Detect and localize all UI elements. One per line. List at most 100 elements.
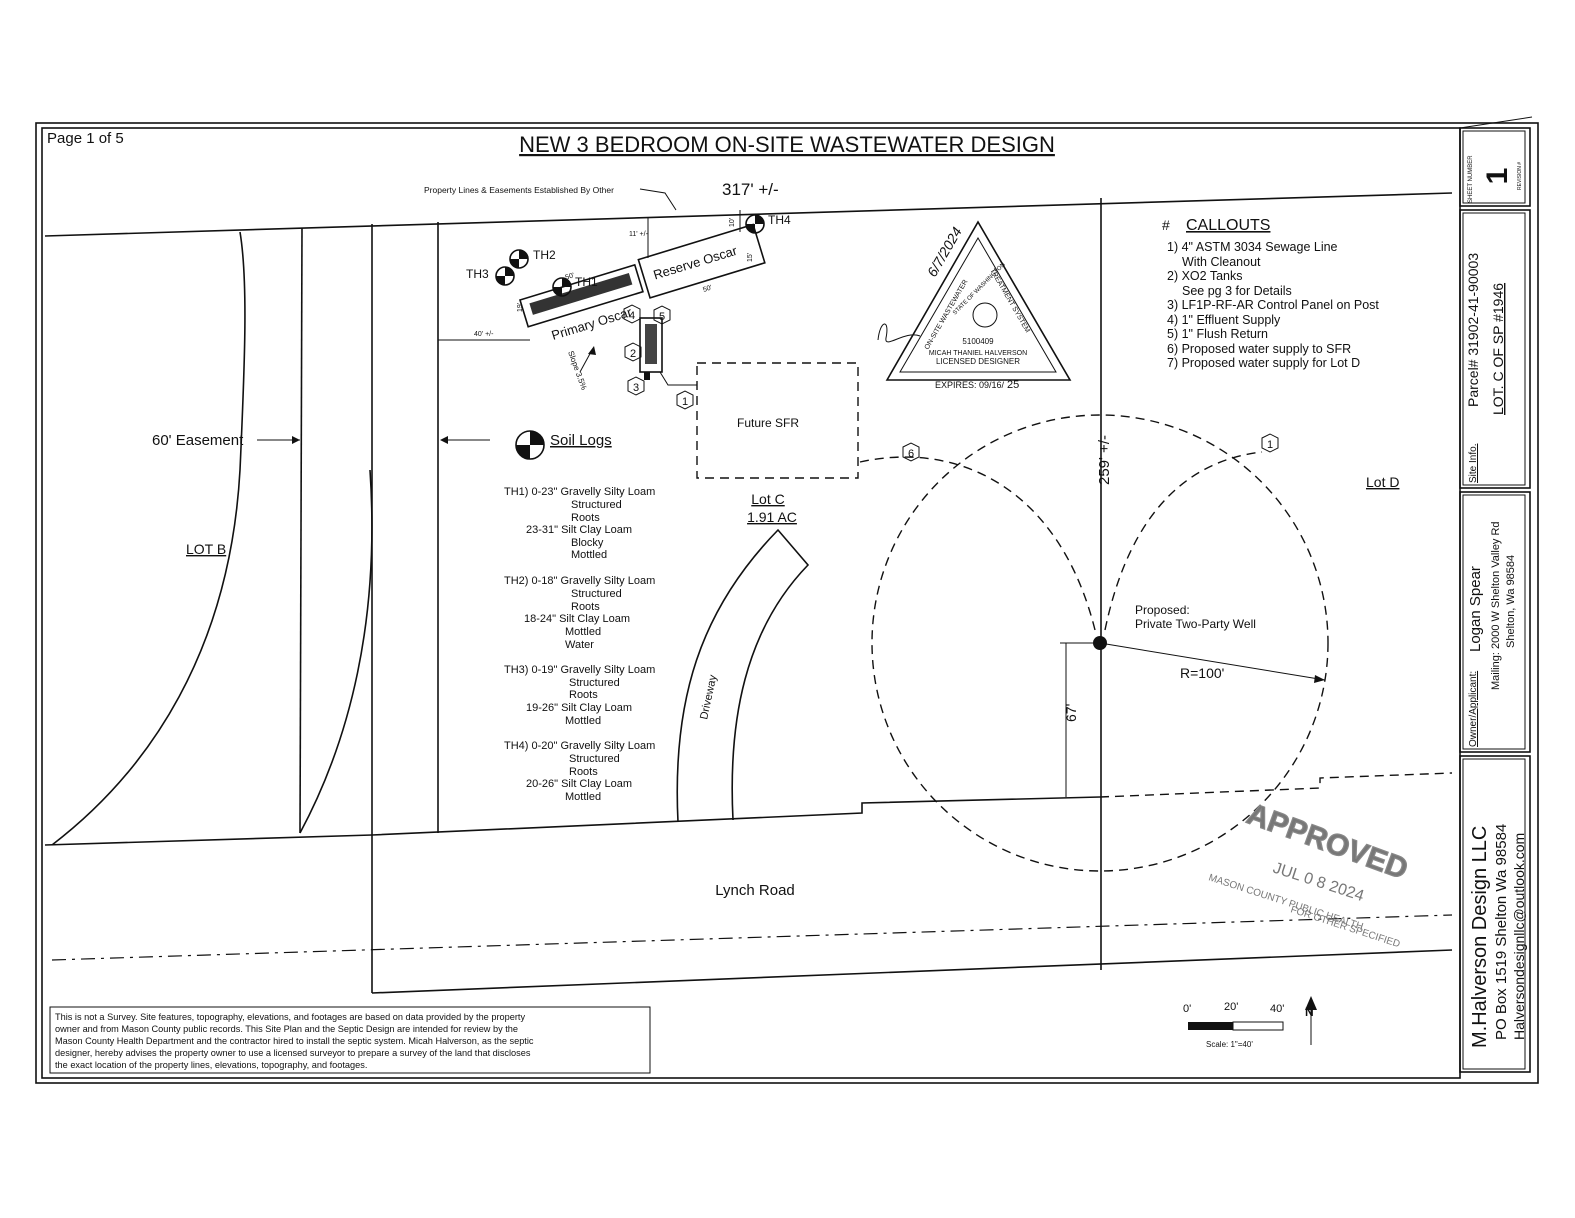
svg-text:25: 25 — [1007, 379, 1019, 391]
svg-text:Structured: Structured — [569, 677, 620, 689]
company-name: M.Halverson Design LLC — [1469, 826, 1491, 1048]
callout-marker-1: 1 — [676, 390, 694, 410]
svg-text:N: N — [1305, 1005, 1314, 1019]
driveway-label: Driveway — [698, 673, 719, 720]
svg-text:TH4: TH4 — [768, 213, 791, 227]
well-label-2: Private Two-Party Well — [1135, 617, 1256, 631]
svg-text:11' +/-: 11' +/- — [629, 231, 649, 238]
test-hole-th3: TH3 — [466, 266, 515, 286]
svg-text:4) 1" Effluent Supply: 4) 1" Effluent Supply — [1167, 313, 1281, 327]
svg-text:50': 50' — [565, 272, 576, 281]
svg-text:Owner/Applicant:: Owner/Applicant: — [1468, 671, 1479, 747]
test-hole-th2: TH2 — [509, 248, 556, 269]
svg-text:MICAH THANIEL HALVERSON: MICAH THANIEL HALVERSON — [929, 350, 1027, 357]
primary-trench — [529, 272, 633, 315]
dim-40: 40' +/- — [474, 331, 494, 338]
lot-d-label: Lot D — [1366, 474, 1399, 490]
svg-text:2) XO2 Tanks: 2) XO2 Tanks — [1167, 269, 1243, 283]
disclaimer-box — [49, 1006, 651, 1074]
dim-top: 317' +/- — [722, 180, 779, 199]
lot-d-south-line — [1099, 772, 1453, 798]
svg-text:20-26" Silt Clay Loam: 20-26" Silt Clay Loam — [526, 778, 632, 790]
svg-text:15': 15' — [747, 253, 754, 262]
svg-text:1: 1 — [682, 396, 688, 408]
primary-drainfield — [519, 263, 644, 328]
svg-text:Roots: Roots — [571, 512, 600, 524]
callout-marker-6: 6 — [902, 442, 920, 462]
svg-text:TH2) 0-18" Gravelly Silty Loa: TH2) 0-18" Gravelly Silty Loam — [504, 575, 655, 587]
svg-text:18-24" Silt Clay Loam: 18-24" Silt Clay Loam — [524, 613, 630, 625]
easement-curve — [299, 227, 304, 834]
lot-number: LOT. C OF SP #1946 — [1490, 283, 1506, 415]
svg-text:Mottled: Mottled — [565, 715, 601, 727]
svg-text:Mottled: Mottled — [565, 791, 601, 803]
svg-text:TH1: TH1 — [575, 275, 598, 289]
svg-text:1) 4" ASTM 3034 Sewage Line: 1) 4" ASTM 3034 Sewage Line — [1167, 240, 1338, 254]
parcel-number: Parcel# 31902-41-90003 — [1465, 253, 1481, 407]
callout-marker-3: 3 — [627, 376, 645, 396]
svg-text:Blocky: Blocky — [571, 537, 604, 549]
dim-259: 259' +/- — [1096, 435, 1113, 485]
test-hole-th4: TH4 — [745, 213, 791, 234]
signature-icon — [877, 323, 921, 343]
svg-text:40': 40' — [1270, 1003, 1284, 1015]
callout-marker-2: 2 — [624, 342, 642, 362]
svg-text:Mottled: Mottled — [565, 626, 601, 638]
north-arrow-icon: N — [1305, 996, 1317, 1045]
reserve-label: Reserve Oscar — [651, 243, 739, 283]
callouts-section: # CALLOUTS 1) 4" ASTM 3034 Sewage Line W… — [1162, 217, 1379, 370]
disclaimer-text: This is not a Survey. Site features, top… — [55, 1012, 534, 1070]
control-panel-post — [644, 372, 650, 380]
svg-text:TH3) 0-19" Gravelly Silty Loam: TH3) 0-19" Gravelly Silty Loam — [504, 664, 655, 676]
svg-text:Structured: Structured — [569, 753, 620, 765]
property-note: Property Lines & Easements Established B… — [424, 185, 614, 195]
drawing-border — [41, 127, 1461, 1079]
road-line-west — [44, 834, 373, 846]
svg-text:See pg 3 for Details: See pg 3 for Details — [1182, 284, 1292, 298]
callout-marker-4: 4 — [623, 304, 641, 324]
svg-text:Mailing: 2000 W Shelton Valley: Mailing: 2000 W Shelton Valley Rd — [1490, 521, 1502, 690]
svg-text:This is not a Survey. Site fea: This is not a Survey. Site features, top… — [55, 1012, 525, 1022]
svg-text:TH4) 0-20" Gravelly Silty Loam: TH4) 0-20" Gravelly Silty Loam — [504, 740, 655, 752]
svg-text:Shelton, Wa 98584: Shelton, Wa 98584 — [1505, 555, 1517, 648]
svg-text:PO Box 1519 Shelton Wa 98584: PO Box 1519 Shelton Wa 98584 — [1493, 824, 1510, 1040]
road-centerline — [51, 914, 1453, 961]
svg-text:5) 1" Flush Return: 5) 1" Flush Return — [1167, 327, 1268, 341]
owner-name: Logan Spear — [1467, 566, 1484, 652]
svg-text:TH2: TH2 — [533, 248, 556, 262]
svg-text:TH3: TH3 — [466, 267, 489, 281]
svg-text:Mottled: Mottled — [571, 549, 607, 561]
slope-label: Slope 3.5% — [566, 350, 588, 392]
svg-text:With Cleanout: With Cleanout — [1182, 255, 1261, 269]
title-block: SHEET NUMBER 1 REVISION # Site Info. Par… — [1459, 127, 1531, 1073]
svg-text:Structured: Structured — [571, 499, 622, 511]
page-title: NEW 3 BEDROOM ON-SITE WASTEWATER DESIGN — [519, 132, 1055, 157]
svg-text:designer, hereby advises the p: designer, hereby advises the property ow… — [55, 1048, 531, 1058]
north-property-line — [44, 192, 1453, 237]
svg-text:6: 6 — [908, 448, 914, 460]
soil-logs-list: TH1) 0-23" Gravelly Silty Loam Structure… — [504, 486, 655, 803]
svg-text:Structured: Structured — [571, 588, 622, 600]
dim-67: 67' — [1063, 704, 1079, 722]
primary-label: Primary Oscar — [550, 304, 634, 343]
well-label-1: Proposed: — [1135, 603, 1190, 617]
company-email: Halversondesignllc@outlook.com — [1511, 833, 1527, 1040]
svg-text:2: 2 — [630, 348, 636, 360]
lot-c-area: 1.91 AC — [747, 509, 797, 525]
soil-logs-title: Soil Logs — [550, 432, 612, 449]
callouts-title: CALLOUTS — [1186, 217, 1270, 234]
designer-seal: ON-SITE WASTEWATER TREATMENT SYSTEM STAT… — [877, 220, 1072, 391]
road-south-line — [371, 949, 1453, 994]
svg-text:#: # — [1162, 217, 1170, 233]
outer-border — [35, 122, 1539, 1084]
svg-text:50': 50' — [702, 284, 713, 293]
svg-text:6) Proposed water supply to SF: 6) Proposed water supply to SFR — [1167, 342, 1351, 356]
svg-text:REVISION #: REVISION # — [1517, 162, 1523, 190]
svg-text:3: 3 — [633, 382, 639, 394]
lot-b-label: LOT B — [186, 541, 226, 557]
svg-text:TH1) 0-23" Gravelly Silty Loa: TH1) 0-23" Gravelly Silty Loam — [504, 486, 655, 498]
page-number: Page 1 of 5 — [47, 130, 124, 147]
test-hole-th1: TH1 — [552, 275, 598, 297]
svg-text:SHEET NUMBER: SHEET NUMBER — [1468, 155, 1474, 203]
